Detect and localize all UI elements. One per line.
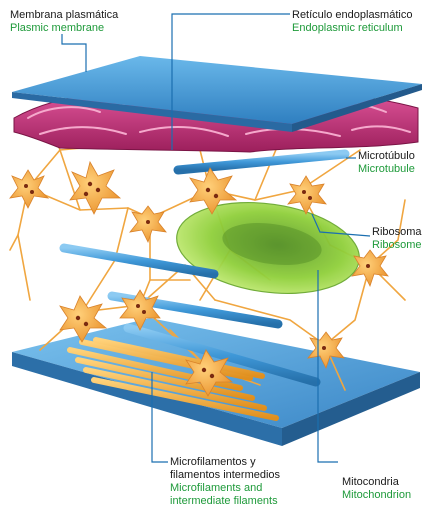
label-ribosome-es: Ribosoma xyxy=(372,226,422,239)
label-plasma-membrane-en: Plasmic membrane xyxy=(10,22,118,35)
label-microtubule: Microtúbulo Microtubule xyxy=(358,150,415,176)
label-microfilaments-en: Microfilaments and intermediate filament… xyxy=(170,482,280,508)
protein-node xyxy=(70,162,120,214)
label-microfilaments: Microfilamentos y filamentos intermedios… xyxy=(170,456,280,508)
leader-line-plasma-membrane xyxy=(62,34,86,72)
protein-node xyxy=(10,170,48,208)
label-microtubule-es: Microtúbulo xyxy=(358,150,415,163)
label-er-en: Endoplasmic reticulum xyxy=(292,22,412,35)
label-er-es: Retículo endoplasmático xyxy=(292,9,412,22)
label-plasma-membrane-es: Membrana plasmática xyxy=(10,9,118,22)
mitochondrion xyxy=(171,192,365,305)
label-mitochondria-es: Mitocondria xyxy=(342,476,411,489)
label-microtubule-en: Microtubule xyxy=(358,163,415,176)
label-mitochondria-en: Mitochondrion xyxy=(342,489,411,502)
label-ribosome: Ribosoma Ribosome xyxy=(372,226,422,252)
label-er: Retículo endoplasmático Endoplasmic reti… xyxy=(292,9,412,35)
label-microfilaments-es: Microfilamentos y filamentos intermedios xyxy=(170,456,280,482)
label-mitochondria: Mitocondria Mitochondrion xyxy=(342,476,411,502)
label-plasma-membrane: Membrana plasmática Plasmic membrane xyxy=(10,9,118,35)
label-ribosome-en: Ribosome xyxy=(372,239,422,252)
